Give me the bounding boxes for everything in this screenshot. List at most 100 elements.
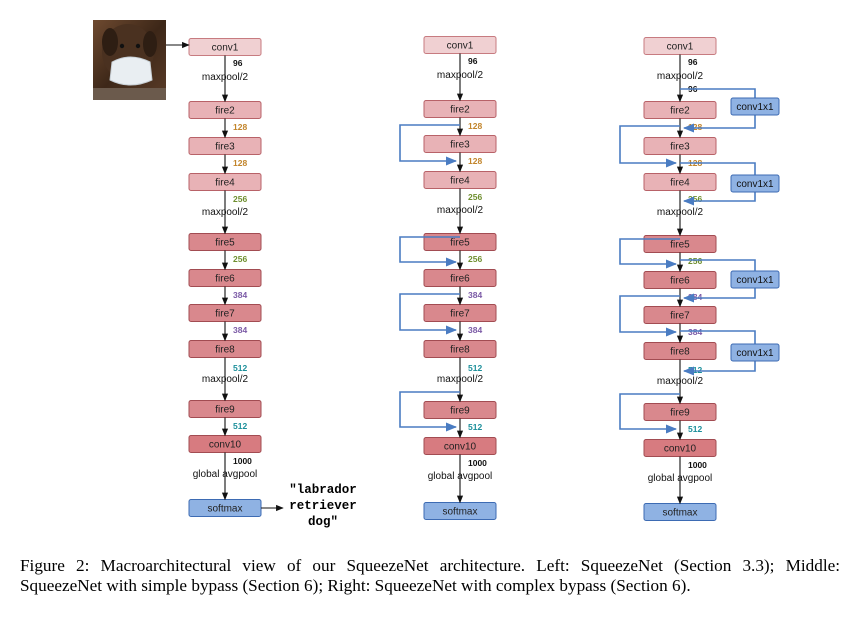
layer-label: fire7 — [450, 309, 470, 320]
layer-label: fire5 — [450, 238, 470, 249]
channel-128a: 128 — [468, 121, 482, 131]
layer-fire9: fire9 — [188, 400, 262, 418]
layer-fire5: fire5 — [188, 233, 262, 251]
layer-label: fire2 — [450, 105, 470, 116]
channel-256a: 256 — [233, 194, 247, 204]
bypass-complex-out — [682, 192, 756, 206]
bypass-simple — [399, 236, 460, 267]
bypass-complex-in — [680, 162, 756, 175]
channel-512a: 512 — [233, 363, 247, 373]
bypass-complex-out — [682, 115, 756, 133]
global-avgpool: global avgpool — [428, 471, 493, 482]
layer-fire2: fire2 — [188, 101, 262, 119]
layer-fire3: fire3 — [423, 135, 497, 153]
channel-384a: 384 — [468, 290, 482, 300]
layer-fire4: fire4 — [188, 173, 262, 191]
layer-fire7: fire7 — [188, 304, 262, 322]
layer-fire6: fire6 — [188, 269, 262, 287]
layer-fire3: fire3 — [188, 137, 262, 155]
layer-fire4: fire4 — [423, 171, 497, 189]
maxpool-1: maxpool/2 — [202, 72, 249, 83]
layer-conv1: conv1 — [188, 38, 262, 56]
bypass-simple — [619, 238, 680, 269]
column-middle: conv1fire2fire3fire4fire5fire6fire7fire8… — [399, 36, 497, 520]
global-avgpool: global avgpool — [648, 473, 713, 484]
layer-label: softmax — [442, 507, 477, 518]
layer-fire2: fire2 — [423, 100, 497, 118]
layer-label: conv1 — [212, 43, 239, 54]
bypass-simple — [399, 391, 460, 432]
conv1x1-label: conv1x1 — [736, 275, 774, 286]
figure-caption: Figure 2: Macroarchitectural view of our… — [20, 556, 840, 596]
layer-label: fire2 — [670, 106, 690, 117]
channel-1000: 1000 — [468, 458, 487, 468]
bypass-complex-in — [680, 330, 756, 344]
conv1x1-label: conv1x1 — [736, 348, 774, 359]
layer-fire9: fire9 — [423, 401, 497, 419]
maxpool-2: maxpool/2 — [437, 205, 484, 216]
maxpool-3: maxpool/2 — [202, 374, 249, 385]
squeezenet-diagram: conv1 fire2 fire3 fire4 fire5 fire6 fire7 fire8… — [93, 20, 780, 529]
layer-fire7: fire7 — [643, 306, 717, 324]
layer-fire8: fire8 — [643, 342, 717, 360]
channel-256b: 256 — [233, 254, 247, 264]
layer-label: fire5 — [670, 240, 690, 251]
channel-128b: 128 — [468, 156, 482, 166]
layer-fire5: fire5 — [643, 235, 717, 253]
bypass-simple — [399, 293, 460, 335]
prediction-line-1: "labrador — [289, 483, 357, 497]
layer-label: fire6 — [215, 274, 235, 285]
conv1x1-box: conv1x1 — [730, 97, 780, 116]
layer-label: softmax — [662, 508, 697, 519]
bypass-simple — [619, 295, 680, 337]
channel-128b: 128 — [233, 158, 247, 168]
channel-256a: 256 — [688, 194, 702, 204]
layer-label: fire4 — [670, 178, 690, 189]
maxpool-1: maxpool/2 — [437, 70, 484, 81]
maxpool-1: maxpool/2 — [657, 71, 704, 82]
layer-softmax: softmax — [423, 502, 497, 520]
layer-conv10: conv10 — [423, 437, 497, 455]
channel-128a: 128 — [233, 122, 247, 132]
column-right: conv1fire2fire3fire4fire5fire6fire7fire8… — [619, 37, 780, 521]
conv1x1-label: conv1x1 — [736, 102, 774, 113]
conv1x1-box: conv1x1 — [730, 343, 780, 362]
layer-label: conv10 — [664, 444, 697, 455]
conv1x1-label: conv1x1 — [736, 179, 774, 190]
channel-512a: 512 — [688, 365, 702, 375]
layer-label: fire8 — [670, 347, 690, 358]
layer-label: fire7 — [670, 311, 690, 322]
channel-512a: 512 — [468, 363, 482, 373]
channel-256b: 256 — [468, 254, 482, 264]
layer-fire8: fire8 — [188, 340, 262, 358]
bypass-simple — [619, 393, 680, 434]
maxpool-2: maxpool/2 — [202, 207, 249, 218]
channel-512b: 512 — [233, 421, 247, 431]
layer-label: fire4 — [215, 178, 235, 189]
global-avgpool: global avgpool — [193, 469, 258, 480]
channel-384b: 384 — [468, 325, 482, 335]
layer-softmax: softmax — [643, 503, 717, 521]
channel-1000: 1000 — [233, 456, 252, 466]
prediction-label: "labrador retriever dog" — [289, 483, 357, 529]
layer-label: fire8 — [450, 345, 470, 356]
layer-softmax: softmax — [188, 499, 262, 517]
layer-label: fire9 — [215, 405, 235, 416]
channel-96: 96 — [468, 56, 478, 66]
layer-label: conv1 — [447, 41, 474, 52]
layer-conv1: conv1 — [423, 36, 497, 54]
layer-label: conv10 — [209, 440, 242, 451]
layer-label: fire9 — [450, 406, 470, 417]
conv1x1-box: conv1x1 — [730, 174, 780, 193]
layer-conv1: conv1 — [643, 37, 717, 55]
channel-384b: 384 — [233, 325, 247, 335]
layer-label: fire3 — [670, 142, 690, 153]
layer-label: fire2 — [215, 106, 235, 117]
layer-label: fire4 — [450, 176, 470, 187]
bypass-simple — [619, 125, 680, 168]
layer-label: fire5 — [215, 238, 235, 249]
bypass-simple — [399, 124, 460, 166]
channel-384a: 384 — [688, 292, 702, 302]
prediction-line-2: retriever — [289, 499, 357, 513]
channel-384a: 384 — [233, 290, 247, 300]
